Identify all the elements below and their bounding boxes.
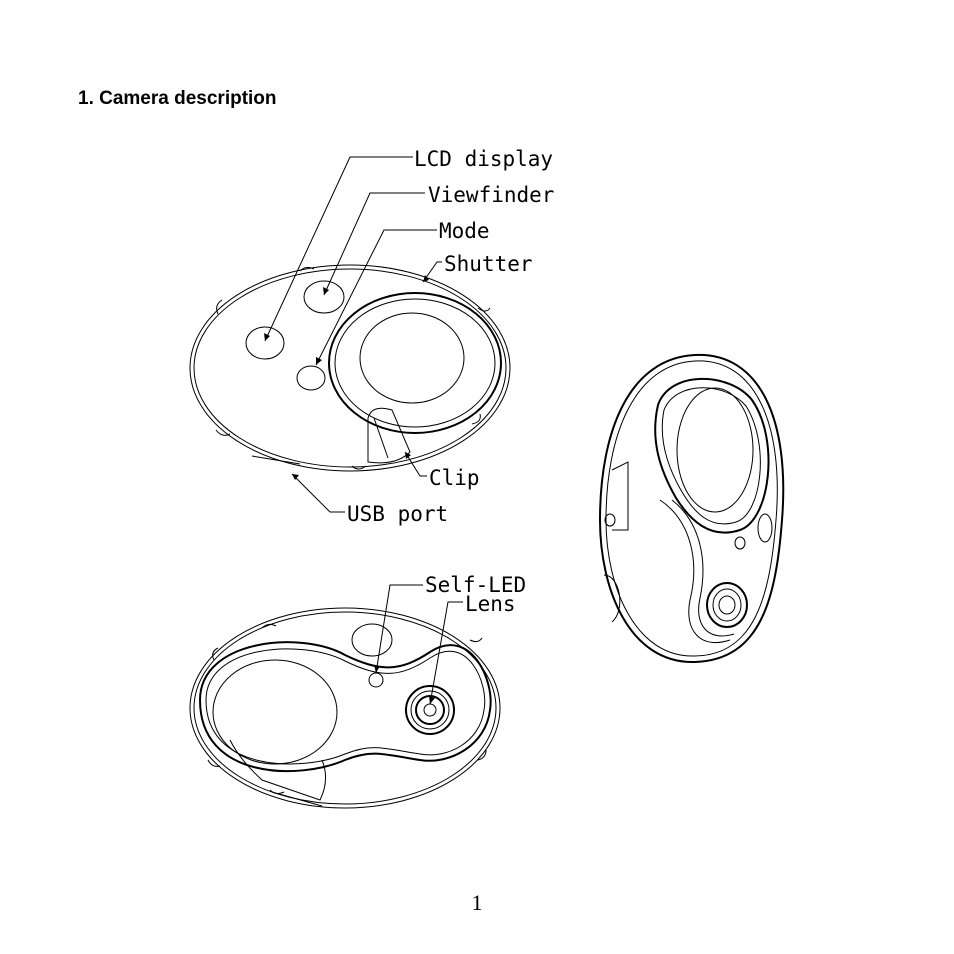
label-clip: Clip bbox=[429, 466, 480, 490]
bottom-leader-lines bbox=[374, 584, 463, 705]
front-display-window bbox=[212, 659, 338, 765]
label-self-led: Self-LED bbox=[425, 573, 526, 597]
camera-top-body bbox=[189, 264, 511, 472]
mode-button bbox=[296, 365, 326, 391]
usb-port bbox=[251, 455, 301, 465]
section-heading: 1. Camera description bbox=[78, 88, 277, 109]
label-mode: Mode bbox=[439, 219, 490, 243]
camera-bottom-body bbox=[189, 607, 501, 809]
camera-side-view bbox=[598, 353, 785, 664]
lcd-display-ring bbox=[328, 292, 502, 434]
page-number: 1 bbox=[471, 890, 483, 915]
label-lcd-display: LCD display bbox=[414, 147, 553, 171]
label-usb-port: USB port bbox=[347, 502, 448, 526]
camera-bottom-view bbox=[189, 607, 501, 809]
label-shutter: Shutter bbox=[444, 252, 533, 276]
lens bbox=[405, 685, 455, 735]
clip bbox=[367, 407, 411, 464]
viewfinder-eyepiece bbox=[303, 280, 345, 314]
front-panel bbox=[198, 641, 492, 773]
label-viewfinder: Viewfinder bbox=[428, 183, 554, 207]
viewfinder-window bbox=[245, 326, 285, 360]
self-led bbox=[368, 672, 384, 688]
label-lens: Lens bbox=[465, 592, 516, 616]
top-leader-lines bbox=[264, 156, 442, 513]
camera-top-view bbox=[189, 264, 511, 472]
camera-side-body bbox=[598, 353, 785, 664]
lcd-display-window bbox=[359, 312, 465, 404]
